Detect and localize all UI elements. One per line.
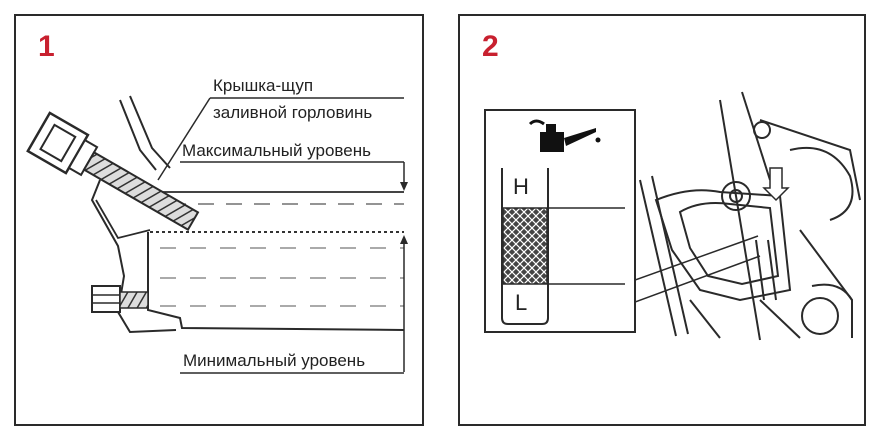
panel-1-frame (14, 14, 424, 426)
step-number-1: 1 (38, 30, 55, 63)
max-level-label: Максимальный уровень (182, 141, 371, 160)
cap-label-line1: Крышка-щуп (213, 76, 314, 95)
step-number-2: 2 (482, 30, 499, 63)
dipstick-high-mark: H (513, 174, 529, 199)
cap-label-line2: заливной горловинь (213, 103, 373, 122)
dipstick-low-mark: L (515, 290, 528, 315)
min-level-label: Минимальный уровень (183, 351, 366, 370)
oil-can-icon (528, 119, 601, 152)
